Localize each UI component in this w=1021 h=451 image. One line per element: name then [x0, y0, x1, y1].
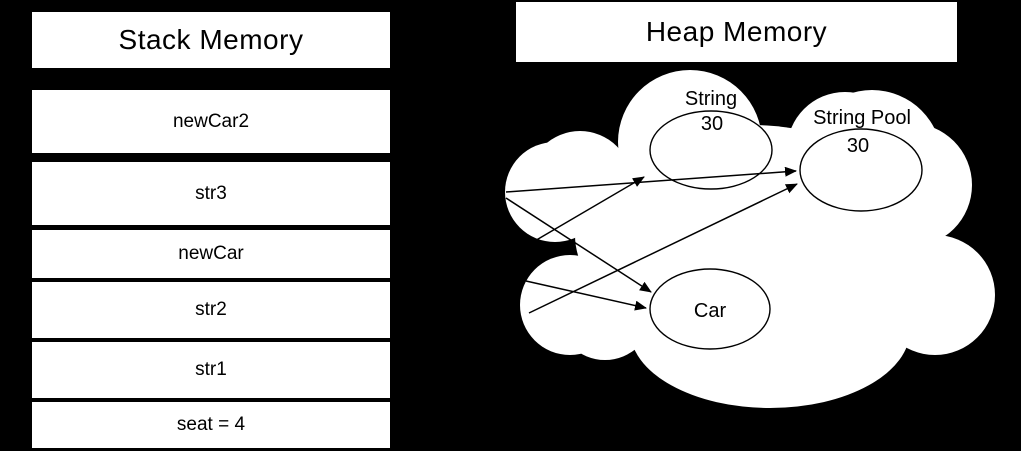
stack-frame-label: newCar2 — [172, 110, 250, 132]
arrow-to-car-upper — [505, 197, 652, 293]
stack-memory-title-text: Stack Memory — [118, 24, 304, 55]
stack-frame-str2: str2 — [32, 282, 390, 338]
stack-frame-str3: str3 — [32, 162, 390, 225]
arrow-to-car-lower — [525, 280, 647, 311]
heap-object-string-ellipse — [649, 110, 773, 190]
heap-memory-title-text: Heap Memory — [645, 16, 828, 47]
heap-object-string-label: String — [685, 88, 737, 110]
heap-object-string-pool-label: String Pool — [813, 107, 911, 129]
stack-frame-newcar2: newCar2 — [32, 90, 390, 153]
stack-frame-str1: str1 — [32, 342, 390, 398]
heap-object-car-ellipse — [649, 268, 771, 350]
stack-frame-label: str1 — [195, 359, 227, 380]
stack-frame-newcar: newCar — [32, 230, 390, 278]
stack-frame-label: newCar — [178, 243, 244, 264]
arrow-to-string-pool-upper — [505, 166, 797, 193]
stack-frame-label: str3 — [195, 182, 227, 204]
arrow-to-string-pool-lower — [528, 183, 798, 314]
heap-object-car-label: Car — [694, 300, 727, 322]
stack-memory-title: Stack Memory — [32, 12, 390, 68]
stack-frame-label: seat = 4 — [176, 414, 246, 435]
stack-frame-seat: seat = 4 — [32, 402, 390, 448]
arrow-to-string — [532, 176, 645, 243]
heap-memory-title: Heap Memory — [516, 2, 957, 62]
heap-object-string-value: 30 — [701, 113, 723, 135]
heap-object-string-pool-value: 30 — [847, 135, 869, 157]
stack-frame-label: str2 — [195, 299, 227, 320]
heap-object-string-pool-ellipse — [799, 128, 923, 212]
